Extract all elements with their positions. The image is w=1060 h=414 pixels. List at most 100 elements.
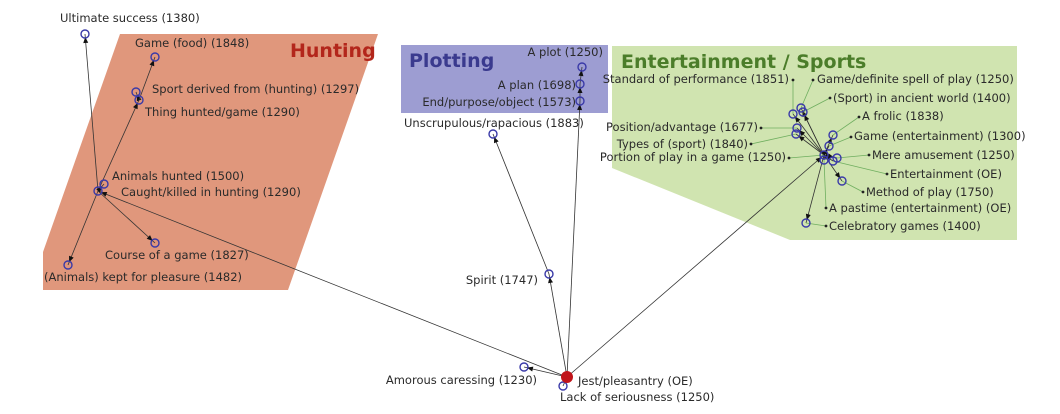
arrowhead-icon bbox=[149, 59, 155, 67]
arrowhead-icon bbox=[100, 191, 108, 197]
label-mere: Mere amusement (1250) bbox=[872, 148, 1015, 162]
label-animalshunted: Animals hunted (1500) bbox=[112, 169, 244, 183]
node-amorous[interactable] bbox=[519, 362, 529, 372]
leader-line-mere bbox=[836, 154, 870, 159]
node-caught[interactable] bbox=[93, 186, 103, 196]
node-standard[interactable] bbox=[788, 109, 798, 119]
leader-line-portion bbox=[788, 154, 825, 159]
label-gameent: Game (entertainment) (1300) bbox=[854, 129, 1026, 143]
leader-dot bbox=[867, 153, 871, 157]
label-portion: Portion of play in a game (1250) bbox=[600, 150, 786, 164]
edge-root-caught bbox=[97, 190, 568, 378]
arrowhead-icon bbox=[578, 69, 584, 77]
edge-portion-celebratory bbox=[805, 154, 825, 224]
node-gamefood[interactable] bbox=[150, 52, 160, 62]
plotting-title: Plotting bbox=[409, 50, 494, 72]
leader-dot bbox=[824, 224, 828, 228]
hunting-title: Hunting bbox=[290, 40, 376, 62]
leader-dot bbox=[861, 190, 865, 194]
leader-dot bbox=[849, 135, 853, 139]
leader-dot bbox=[885, 172, 889, 176]
edge-root-end bbox=[566, 100, 581, 378]
arrowhead-icon bbox=[69, 255, 74, 263]
root-label: Jest/pleasantry (OE) bbox=[577, 374, 693, 388]
leader-line-frolic bbox=[832, 116, 860, 136]
leader-dot bbox=[828, 96, 832, 100]
label-ultimate: Ultimate success (1380) bbox=[60, 11, 200, 25]
node-thinghunted[interactable] bbox=[134, 95, 144, 105]
arrowhead-icon bbox=[83, 36, 89, 44]
label-entoe: Entertainment (OE) bbox=[890, 167, 1002, 181]
arrowhead-icon bbox=[146, 235, 153, 241]
label-course: Course of a game (1827) bbox=[105, 248, 249, 262]
arrowhead-icon bbox=[804, 114, 810, 122]
node-sportderived[interactable] bbox=[131, 87, 141, 97]
node-unscrupulous[interactable] bbox=[488, 129, 498, 139]
label-amorous: Amorous caressing (1230) bbox=[386, 373, 537, 387]
arrowhead-icon bbox=[834, 172, 841, 179]
edge-caught-course bbox=[97, 190, 156, 244]
arrowhead-icon bbox=[794, 116, 801, 123]
node-position[interactable] bbox=[792, 123, 802, 133]
leader-line-types bbox=[750, 133, 797, 145]
label-kept: (Animals) kept for pleasure (1482) bbox=[44, 270, 242, 284]
label-definite: Game/definite spell of play (1250) bbox=[817, 72, 1014, 86]
arrowhead-icon bbox=[494, 136, 499, 144]
label-thinghunted: Thing hunted/game (1290) bbox=[144, 105, 300, 119]
edge-root-portion bbox=[566, 154, 825, 378]
edge-caught-kept bbox=[67, 190, 99, 266]
leader-dot bbox=[824, 206, 828, 210]
leader-dot bbox=[811, 78, 815, 82]
label-position: Position/advantage (1677) bbox=[606, 120, 758, 134]
hunting-region bbox=[43, 34, 378, 290]
edge-root-spirit bbox=[548, 273, 568, 378]
label-types: Types of (sport) (1840) bbox=[616, 137, 748, 151]
node-plot[interactable] bbox=[577, 62, 587, 72]
node-celebratory[interactable] bbox=[801, 218, 811, 228]
root-node-jest[interactable] bbox=[561, 371, 573, 383]
leader-line-definite bbox=[800, 79, 814, 109]
leader-line-ancient bbox=[802, 97, 831, 113]
label-frolic: A frolic (1838) bbox=[862, 109, 944, 123]
node-pastime[interactable] bbox=[819, 155, 829, 165]
label-end: End/purpose/object (1573) bbox=[422, 95, 576, 109]
node-end[interactable] bbox=[575, 96, 585, 106]
leader-dot bbox=[749, 142, 753, 146]
node-frolic[interactable] bbox=[828, 130, 838, 140]
node-plan[interactable] bbox=[575, 79, 585, 89]
arrowhead-icon bbox=[821, 151, 827, 157]
node-portion[interactable] bbox=[819, 150, 829, 160]
label-spirit: Spirit (1747) bbox=[466, 273, 538, 287]
label-sportderived: Sport derived from (hunting) (1297) bbox=[152, 82, 359, 96]
label-caught: Caught/killed in hunting (1290) bbox=[121, 185, 301, 199]
label-celebratory: Celebratory games (1400) bbox=[829, 219, 981, 233]
leader-dot bbox=[857, 115, 861, 119]
node-animalshunted[interactable] bbox=[99, 179, 109, 189]
edge-spirit-unscrupulous bbox=[492, 133, 550, 275]
node-ultimate[interactable] bbox=[80, 29, 90, 39]
node-ancient[interactable] bbox=[798, 107, 808, 117]
node-gameent[interactable] bbox=[824, 141, 834, 151]
arrowhead-icon bbox=[133, 102, 138, 110]
leader-dot bbox=[787, 156, 791, 160]
arrowhead-icon bbox=[799, 130, 806, 137]
label-ancient: (Sport) in ancient world (1400) bbox=[833, 91, 1011, 105]
edge-caught-ultimate bbox=[84, 33, 99, 192]
node-kept[interactable] bbox=[63, 260, 73, 270]
leader-dot bbox=[759, 126, 763, 130]
label-plot: A plot (1250) bbox=[528, 45, 603, 59]
edge-caught-thinghunted bbox=[97, 99, 140, 192]
label-unscrupulous: Unscrupulous/rapacious (1883) bbox=[404, 116, 584, 130]
node-types[interactable] bbox=[791, 129, 801, 139]
node-course[interactable] bbox=[150, 238, 160, 248]
arrowhead-icon bbox=[577, 103, 583, 111]
label-standard: Standard of performance (1851) bbox=[603, 72, 789, 86]
node-method[interactable] bbox=[837, 176, 847, 186]
label-method: Method of play (1750) bbox=[866, 185, 994, 199]
node-lack[interactable] bbox=[558, 381, 568, 391]
node-entoe[interactable] bbox=[828, 156, 838, 166]
entertainment-sports-title: Entertainment / Sports bbox=[621, 51, 866, 73]
node-spirit[interactable] bbox=[544, 269, 554, 279]
leader-dot bbox=[791, 78, 795, 82]
